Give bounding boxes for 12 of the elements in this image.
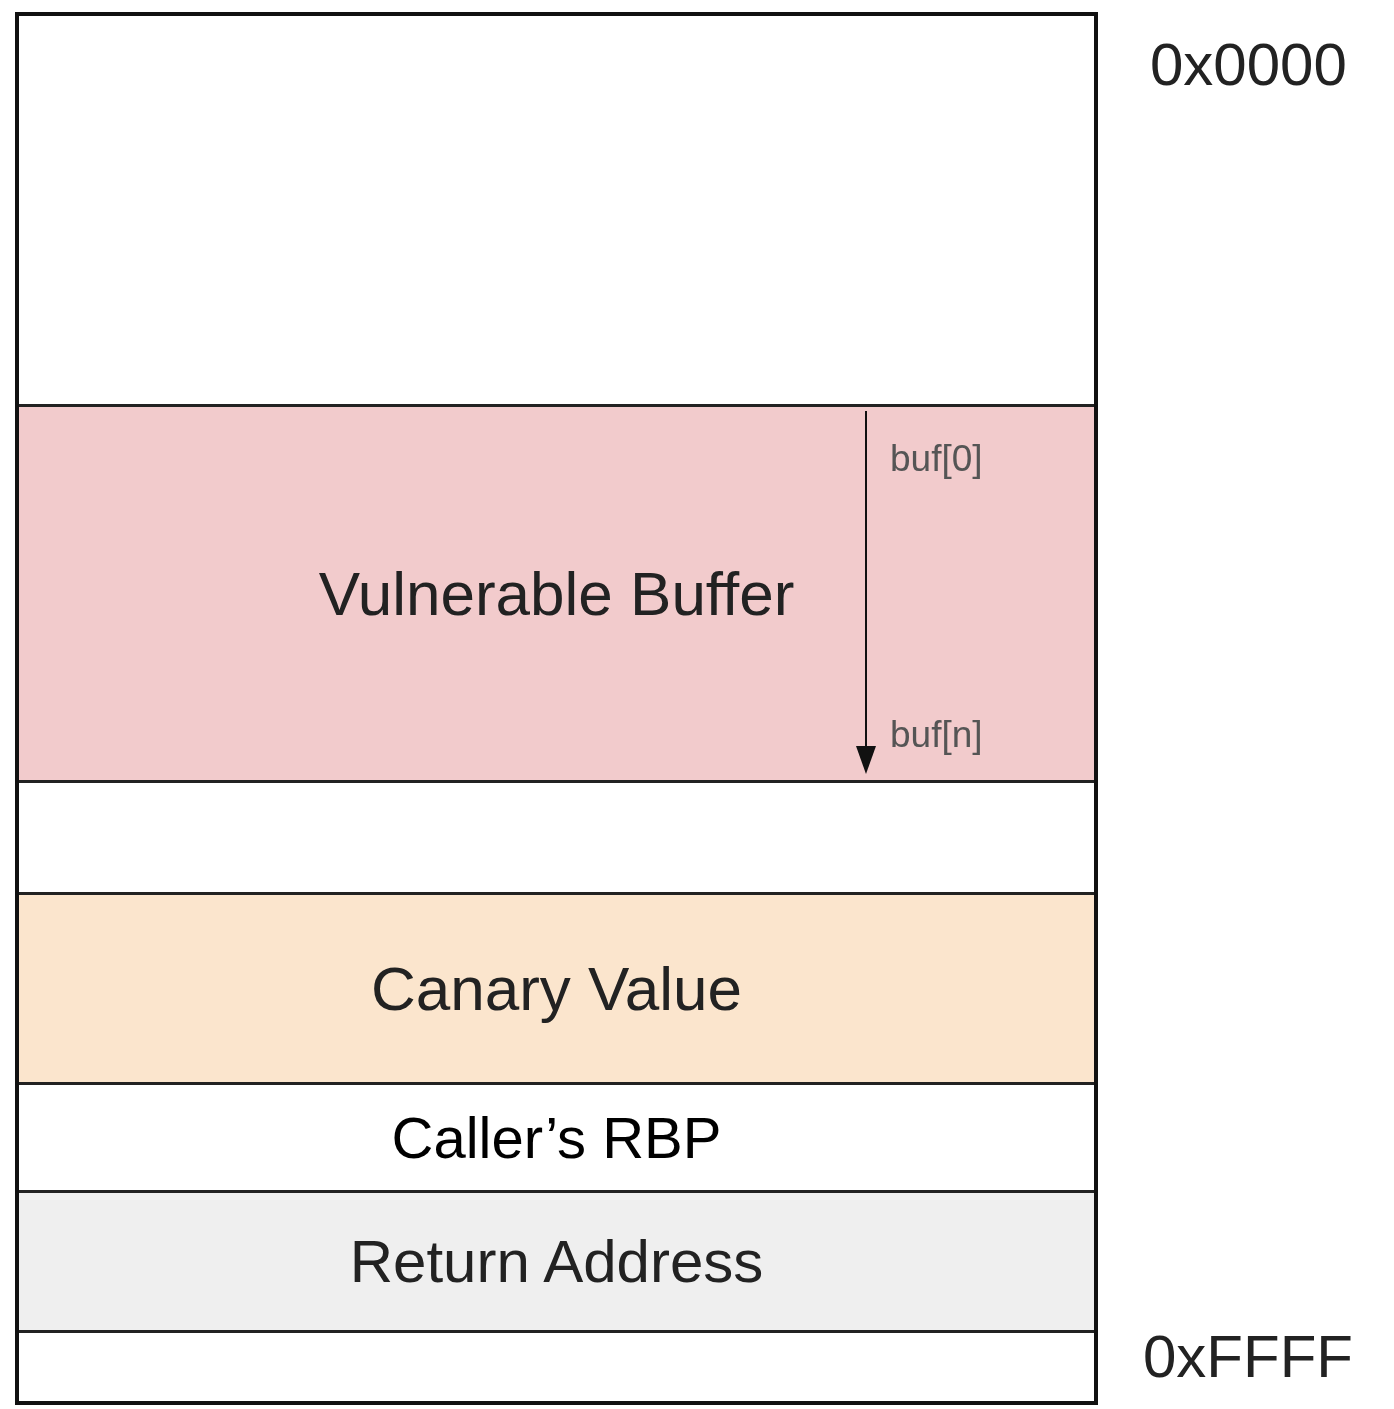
slot-label: Canary Value [370, 953, 743, 1024]
buffer-slot [19, 407, 1094, 780]
slot-label: Vulnerable Buffer [318, 558, 795, 629]
canary-slot [19, 892, 1094, 1082]
address-label: 0x0000 [1150, 30, 1347, 99]
stack-frame-box [15, 12, 1098, 1405]
slot-label: Return Address [349, 1227, 764, 1296]
return-address-slot [19, 1190, 1094, 1330]
slot-label: Caller’s RBP [391, 1104, 722, 1171]
index-label: buf[n] [890, 714, 983, 756]
address-label: 0xFFFF [1143, 1322, 1353, 1391]
index-label: buf[0] [890, 438, 983, 480]
